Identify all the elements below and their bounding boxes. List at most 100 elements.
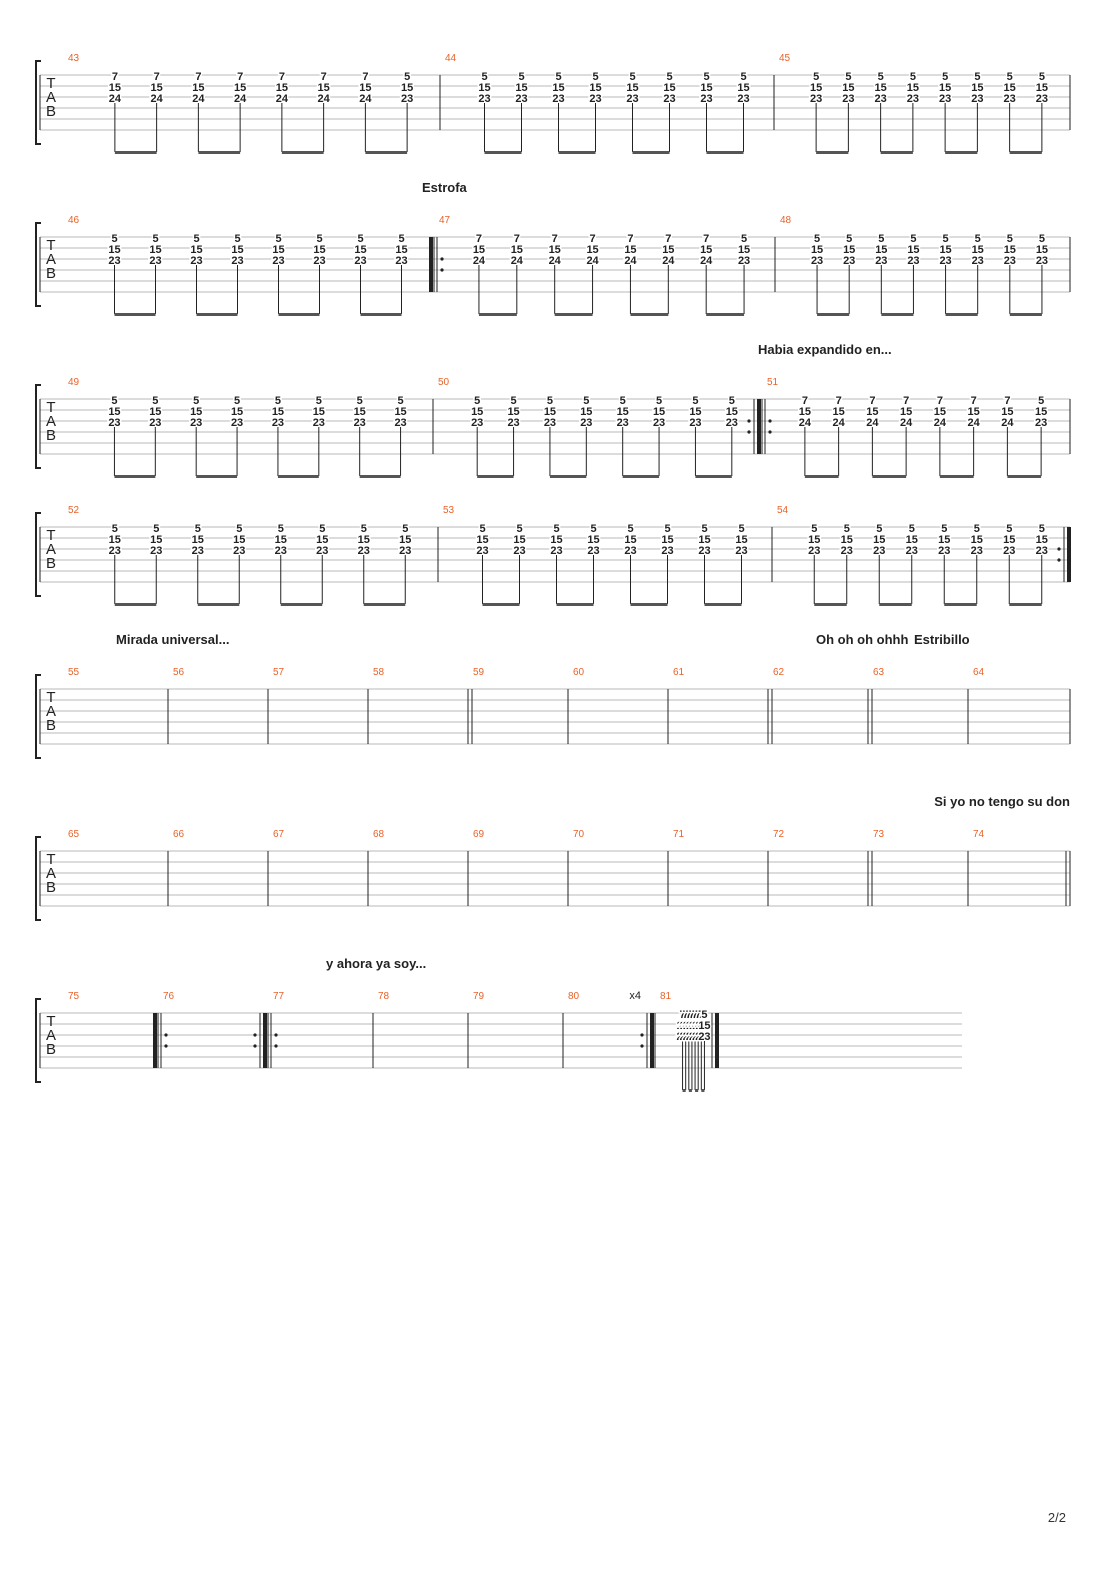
fret-number: 15	[354, 406, 366, 418]
measure: 4851523515235152351523515235152351523515…	[774, 215, 1071, 316]
fret-number: 23	[1004, 93, 1016, 105]
fret-number: 23	[395, 255, 407, 267]
fret-number: 15	[399, 534, 411, 546]
beam	[477, 475, 514, 478]
fret-number: 23	[275, 545, 287, 557]
fret-number: 15	[1003, 534, 1015, 546]
fret-number: 24	[686, 1031, 699, 1043]
beam	[482, 603, 520, 606]
fret-number: 7	[1004, 395, 1010, 407]
fret-number: 24	[833, 417, 846, 429]
fret-number: 23	[233, 545, 245, 557]
measure-number: 44	[445, 53, 457, 64]
fret-number: 24	[689, 1031, 702, 1043]
measure: 72	[767, 829, 785, 906]
fret-number: 15	[907, 82, 919, 94]
measure: 59	[467, 667, 485, 744]
fret-number: 15	[513, 534, 525, 546]
measure-number: 47	[439, 215, 451, 226]
fret-number: 15	[149, 244, 161, 256]
section-marker: Si yo no tengo su don	[934, 794, 1070, 809]
fret-number: 23	[354, 255, 366, 267]
repeat-end-thick-bar	[650, 1013, 654, 1068]
beam	[278, 313, 320, 316]
fret-number: 23	[471, 417, 483, 429]
beam	[695, 475, 732, 478]
fret-number: 5	[878, 233, 884, 245]
fret-number: 5	[811, 523, 817, 535]
fret-number: 23	[972, 255, 984, 267]
beam	[817, 313, 850, 316]
fret-number: 15	[968, 406, 980, 418]
fret-number: 5	[740, 71, 746, 83]
fret-number: 23	[810, 93, 822, 105]
repeat-dot	[1057, 558, 1061, 562]
measure: 4451523515235152351523515235152351523515…	[439, 53, 751, 154]
fret-number: 23	[906, 545, 918, 557]
repeat-count: x4	[629, 990, 641, 1002]
fret-number: 7	[237, 71, 243, 83]
fret-number: 23	[875, 93, 887, 105]
measure-number: 77	[273, 991, 285, 1002]
fret-number: 24	[700, 255, 713, 267]
fret-number: 23	[192, 545, 204, 557]
fret-number: 5	[278, 523, 284, 535]
fret-number: 15	[972, 244, 984, 256]
repeat-end-thick-bar	[1067, 527, 1071, 582]
fret-number: 23	[150, 545, 162, 557]
beam	[478, 313, 517, 316]
fret-number: 15	[359, 82, 371, 94]
fret-number: 23	[316, 545, 328, 557]
fret-number: 15	[971, 82, 983, 94]
tab-clef-letter: A	[46, 89, 56, 106]
fret-number: 23	[737, 93, 749, 105]
fret-number: 15	[401, 82, 413, 94]
repeat-start-thick-bar	[263, 1013, 267, 1068]
fret-number: 15	[552, 82, 564, 94]
fret-number: 15	[272, 406, 284, 418]
fret-number: 5	[664, 523, 670, 535]
fret-number: 23	[544, 417, 556, 429]
fret-number: 24	[799, 417, 812, 429]
fret-number: 5	[592, 71, 598, 83]
fret-number: 23	[842, 93, 854, 105]
fret-number: 5	[729, 395, 735, 407]
fret-number: 15	[695, 1020, 707, 1032]
beam	[196, 475, 238, 478]
fret-number: 5	[974, 71, 980, 83]
beam	[1009, 603, 1042, 606]
fret-number: 24	[676, 1031, 689, 1043]
fret-number: 15	[676, 1020, 688, 1032]
fret-number: 23	[653, 417, 665, 429]
fret-number: 23	[1003, 545, 1015, 557]
measure-number: 56	[173, 667, 185, 678]
fret-number: 15	[808, 534, 820, 546]
beam	[879, 603, 912, 606]
fret-number: 23	[108, 417, 120, 429]
fret-number: 5	[656, 395, 662, 407]
repeat-start-thick-bar	[757, 399, 761, 454]
fret-number: 23	[939, 93, 951, 105]
measure: 5351523515235152351523515235152351523515…	[437, 505, 749, 606]
fret-number: 24	[192, 93, 205, 105]
fret-number: 15	[549, 244, 561, 256]
measure: 65	[68, 829, 80, 840]
fret-number: 5	[844, 523, 850, 535]
fret-number: 23	[313, 417, 325, 429]
